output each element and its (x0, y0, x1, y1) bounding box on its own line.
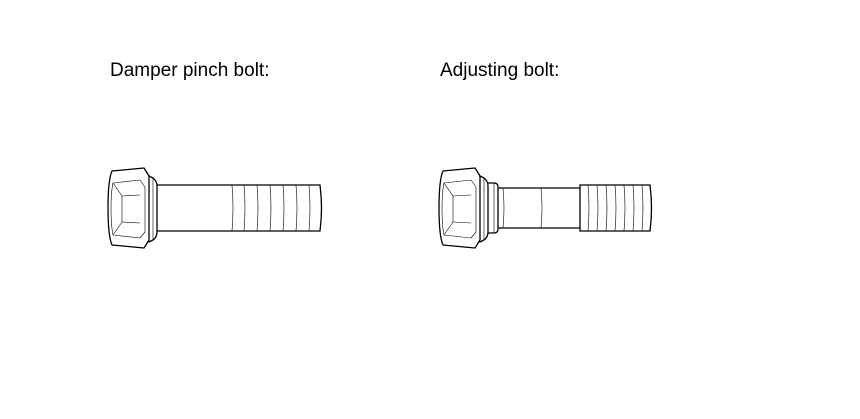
adjusting-bolt-thread (579, 184, 653, 232)
adjusting-bolt-collar (487, 182, 499, 234)
damper-pinch-bolt-label: Damper pinch bolt: (110, 60, 270, 81)
damper-pinch-bolt-thread (231, 184, 311, 232)
damper-pinch-bolt-shank (156, 184, 323, 232)
adjusting-bolt-shank (497, 184, 581, 232)
damper-pinch-bolt-head (107, 167, 158, 249)
adjusting-bolt-head (438, 167, 489, 249)
adjusting-bolt-label: Adjusting bolt: (440, 60, 560, 81)
